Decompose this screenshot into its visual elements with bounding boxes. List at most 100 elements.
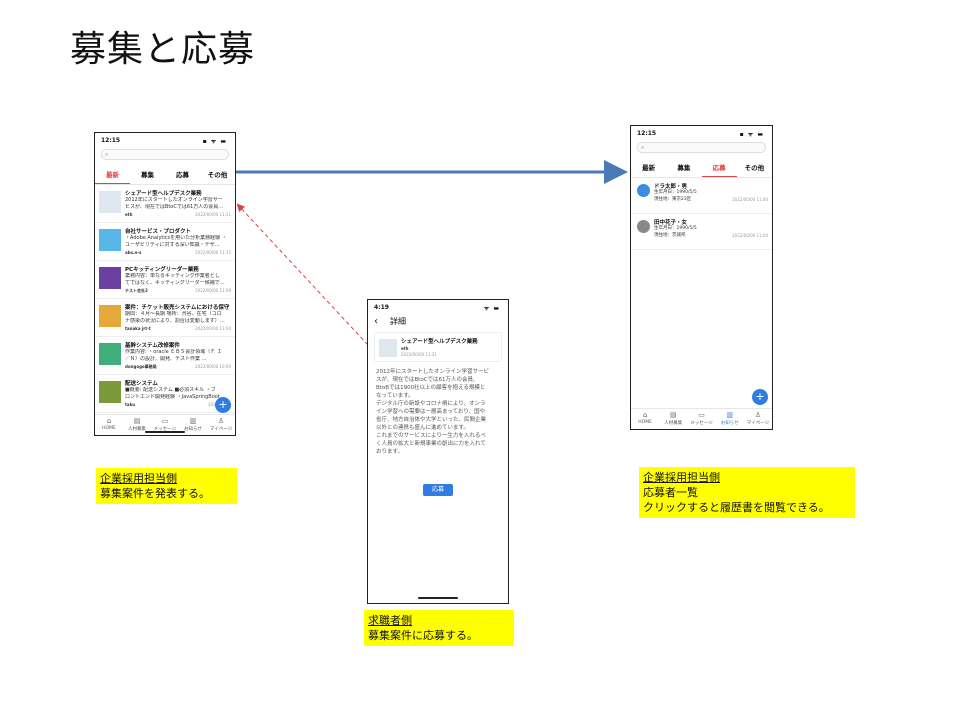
red-dashed-arrow	[236, 203, 369, 346]
job-desc: 2012年にスタートしたオンライン学習サー	[125, 197, 223, 203]
signal-icon: ▪︎ ᯤ ▬	[202, 138, 227, 145]
nav-icon: ▥	[726, 411, 734, 419]
nav-item-2[interactable]: ▤ 人材募集	[659, 409, 687, 429]
nav-label: お知らせ	[720, 421, 739, 426]
job-user: eth	[401, 346, 409, 351]
tab-apply[interactable]: 応募	[701, 159, 737, 177]
job-title: 自社サービス・プロダクト	[125, 229, 192, 235]
job-user: テスト会社2	[125, 288, 148, 293]
job-user: dongogo事務局	[125, 364, 157, 369]
tab-bar: 最新 募集 応募 その他	[95, 166, 235, 185]
nav-item-3[interactable]: ▭メッセージ	[687, 409, 715, 429]
tab-recruit[interactable]: 募集	[677, 164, 691, 172]
tab-recruit[interactable]: 募集	[141, 171, 154, 179]
job-title: 基幹システム改修案件	[125, 343, 180, 349]
description-line: イン学習への需要は一層高まっており、国や	[376, 409, 486, 415]
phone-left: 12:15 ▪︎ ᯤ ▬ ⌕ 最新 募集 応募 その他 シェアード型ヘルプデスク…	[94, 132, 236, 436]
nav-item-4[interactable]: ▥ お知らせ	[716, 409, 744, 429]
job-list-item[interactable]: PCキッティングリーダー業務業務内容：単なるキッティング作業者としてではなく、キ…	[95, 261, 235, 299]
applicant-date: 2022/00/00 11:00	[732, 197, 768, 202]
job-card: シェアード型ヘルプデスク業務 eth 2022/00/00 11:21	[374, 332, 502, 362]
apply-button[interactable]: 応募	[423, 484, 453, 496]
nav-item-2[interactable]: ▤人材募集	[123, 415, 151, 435]
nav-item-5[interactable]: ♙マイページ	[744, 409, 772, 429]
job-list-item[interactable]: 基幹システム改修案件作業内容: ・oracle ＥＢＳ会計領域（Ｆ Ｉ／Ｎ）の設…	[95, 337, 235, 375]
back-icon[interactable]: ‹	[374, 315, 378, 327]
job-list-item[interactable]: 案件：チケット販売システムにおける保守期間：４月〜長期 場所：渋谷、在宅（コロナ…	[95, 299, 235, 337]
bottom-nav: ⌂HOME ▤ 人材募集 ▭メッセージ ▥ お知らせ ♙マイページ	[631, 408, 772, 429]
header-title: 詳細	[390, 316, 406, 326]
description-line: デジタル庁の新設やコロナ禍により、オンラ	[376, 401, 486, 407]
nav-label: HOME	[638, 420, 652, 425]
applicant-name: ドラ太郎・男	[654, 184, 688, 190]
job-user: tanaka jrt-t	[125, 326, 151, 331]
job-desc: ロントエンド開発経験 ・JavaSpringBoot	[125, 394, 220, 400]
nav-icon: ♙	[754, 411, 762, 419]
job-list-item[interactable]: 自社サービス・プロダクト・Adobe Analyticsを用いた分析業務経験 ・…	[95, 223, 235, 261]
nav-label: 人材募集	[664, 421, 683, 426]
job-date: 2022/00/00 11:15	[195, 250, 231, 255]
job-desc: ビスが、現在ではBtoCでは61万人の会員…	[125, 204, 224, 210]
job-desc: 期間：４月〜長期 場所：渋谷、在宅（コロ	[125, 311, 222, 317]
status-time: 4:19	[374, 304, 389, 311]
nav-item-3[interactable]: ▭メッセージ	[151, 415, 179, 435]
signal-icon: ᯤ ▬	[483, 305, 500, 312]
job-thumbnail	[99, 343, 121, 365]
tab-apply[interactable]: 応募	[176, 171, 189, 179]
note-left: 企業採用担当側 募集案件を発表する。	[96, 468, 237, 504]
tab-other[interactable]: その他	[207, 171, 228, 179]
tab-latest[interactable]: 最新	[642, 164, 656, 172]
note-heading: 企業採用担当側	[643, 471, 720, 484]
job-desc: 作業内容: ・oracle ＥＢＳ会計領域（Ｆ Ｉ	[125, 349, 222, 355]
job-desc: ナ感染の状況により、割合は変動します）…	[125, 318, 225, 324]
job-title: シェアード型ヘルプデスク業務	[401, 339, 478, 345]
search-input[interactable]: ⌕	[101, 149, 229, 160]
job-thumbnail	[99, 267, 121, 289]
nav-icon: ▭	[161, 417, 169, 425]
job-date: 2022/00/00 11:21	[401, 352, 437, 357]
job-thumbnail	[99, 381, 121, 403]
job-list-item[interactable]: 配送システム■概要: 配送システム ■必須スキル ・フロントエンド開発経験 ・J…	[95, 375, 235, 413]
tab-other[interactable]: その他	[744, 164, 765, 172]
note-line: 募集案件に応募する。	[368, 629, 478, 642]
home-indicator	[145, 431, 185, 433]
job-user: eth	[125, 212, 133, 217]
avatar	[637, 220, 650, 233]
home-indicator	[418, 597, 458, 599]
nav-icon: ▭	[698, 411, 705, 419]
job-desc: ユーザビリティに対する深い知識・デザ…	[125, 242, 220, 248]
job-user: taku	[125, 402, 136, 407]
note-heading: 求職者側	[368, 614, 412, 627]
add-button[interactable]: +	[752, 389, 768, 405]
add-button[interactable]: +	[215, 397, 231, 413]
tab-latest[interactable]: 最新	[95, 166, 130, 184]
applicant-address: 現住地：東京23区	[654, 196, 692, 202]
status-time: 12:15	[101, 137, 121, 144]
job-title: シェアード型ヘルプデスク業務	[125, 191, 202, 197]
tab-bar: 最新 募集 応募 その他	[631, 159, 772, 178]
job-title: 案件：チケット販売システムにおける保守	[125, 305, 230, 311]
nav-item-1[interactable]: ⌂HOME	[95, 415, 123, 435]
search-input[interactable]: ⌕	[637, 142, 766, 153]
applicant-name: 田中花子・女	[654, 220, 688, 226]
description-line: なっています。	[376, 393, 414, 399]
applicant-date: 2022/00/00 11:00	[732, 233, 768, 238]
description-line: 2012年にスタートしたオンライン学習サービ	[376, 369, 489, 375]
job-desc: ・Adobe Analyticsを用いた分析業務経験 ・	[125, 235, 227, 241]
description-line: 省庁、地方自治体や大学といった、民間企業	[376, 417, 487, 423]
nav-item-5[interactable]: ♙マイページ	[207, 415, 235, 435]
nav-icon: ▤	[669, 411, 677, 419]
nav-item-1[interactable]: ⌂HOME	[631, 409, 659, 429]
avatar	[637, 184, 650, 197]
nav-item-4[interactable]: ▥お知らせ	[179, 415, 207, 435]
nav-icon: ▥	[189, 417, 197, 425]
